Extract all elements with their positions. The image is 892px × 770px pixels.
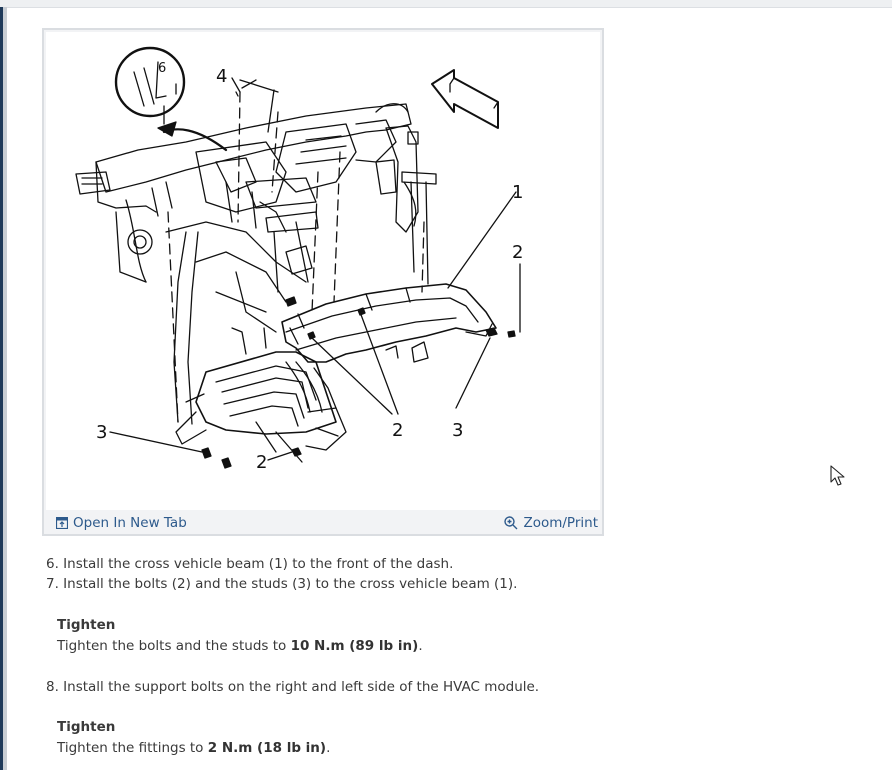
step-8: 8. Install the support bolts on the righ…: [46, 679, 540, 695]
tighten-spec-1-text: Tighten the bolts and the studs to: [57, 638, 291, 654]
callout-2-right: 2: [512, 242, 523, 263]
zoom-print-label: Zoom/Print: [523, 515, 598, 531]
zoom-magnifier-icon: [504, 516, 518, 530]
detail-callout-6: 6: [158, 61, 166, 76]
tighten-heading-2: Tighten: [57, 719, 116, 735]
tighten-spec-2-text: Tighten the fittings to: [57, 740, 208, 756]
window-left-shadow: [3, 7, 7, 770]
diagram-image[interactable]: 1 2 2 2 3 3 4 6: [46, 32, 600, 510]
tighten-spec-2: Tighten the fittings to 2 N.m (18 lb in)…: [57, 740, 330, 756]
callout-3-right: 3: [452, 420, 463, 441]
open-in-new-tab-link[interactable]: Open In New Tab: [56, 515, 187, 531]
tighten-spec-1-end: .: [418, 638, 423, 654]
torque-value-2: 2 N.m (18 lb in): [207, 740, 327, 756]
callout-4: 4: [216, 66, 227, 87]
callout-3-left: 3: [96, 422, 107, 443]
window-left-edge: [0, 7, 3, 770]
figure-toolbar: Open In New Tab Zoom/Print: [44, 510, 602, 534]
torque-value-1: 10 N.m (89 lb in): [290, 638, 419, 654]
step-7: 7. Install the bolts (2) and the studs (…: [46, 576, 518, 592]
step-6: 6. Install the cross vehicle beam (1) to…: [46, 556, 454, 572]
top-toolbar-edge: [0, 0, 892, 8]
callout-2-bottom: 2: [256, 452, 267, 473]
tighten-spec-1: Tighten the bolts and the studs to 10 N.…: [57, 638, 423, 654]
tighten-heading-1: Tighten: [57, 617, 116, 633]
callout-1: 1: [512, 182, 523, 203]
open-new-tab-icon: [56, 517, 68, 529]
cross-vehicle-beam-diagram: 1 2 2 2 3 3 4 6: [75, 46, 523, 473]
callout-2-center: 2: [392, 420, 403, 441]
diagram-figure: 1 2 2 2 3 3 4 6 Open In New Tab: [42, 28, 604, 536]
zoom-print-link[interactable]: Zoom/Print: [504, 515, 598, 531]
mouse-pointer-icon: [830, 465, 845, 486]
tighten-spec-2-end: .: [326, 740, 331, 756]
open-in-new-tab-label: Open In New Tab: [73, 515, 187, 531]
